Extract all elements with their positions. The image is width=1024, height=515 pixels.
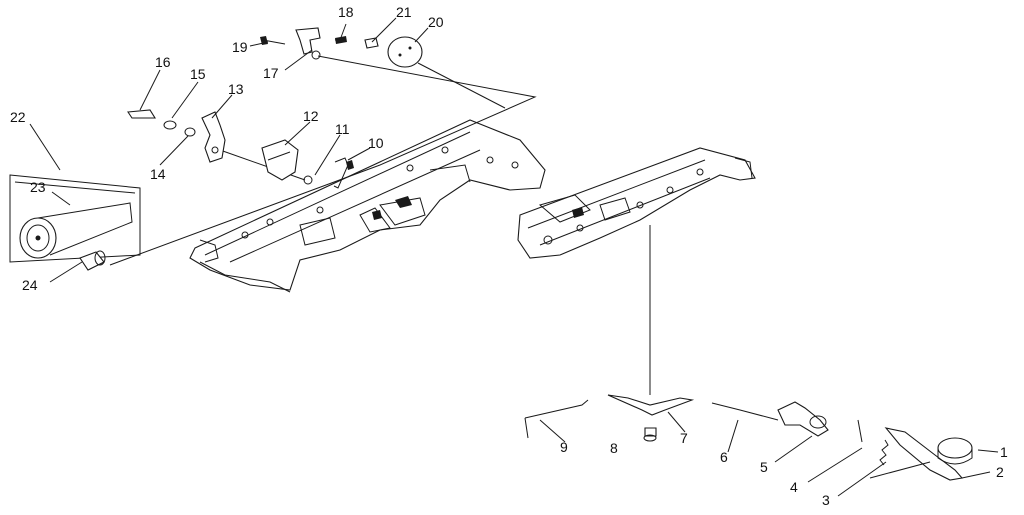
callout-3: 3 <box>822 492 830 508</box>
callout-22: 22 <box>10 109 26 125</box>
callout-leaders <box>29 17 999 497</box>
callout-8: 8 <box>610 440 618 456</box>
callout-2: 2 <box>996 464 1004 480</box>
lower-small-parts <box>524 394 973 481</box>
callout-16: 16 <box>155 54 171 70</box>
callout-23: 23 <box>30 179 46 195</box>
callout-7: 7 <box>680 430 688 446</box>
callout-20: 20 <box>428 14 444 30</box>
callout-15: 15 <box>190 66 206 82</box>
callout-21: 21 <box>396 4 412 20</box>
callout-4: 4 <box>790 479 798 495</box>
left-frame-assembly <box>189 119 546 293</box>
callout-5: 5 <box>760 459 768 475</box>
callout-6: 6 <box>720 449 728 465</box>
callout-18: 18 <box>338 4 354 20</box>
callout-24: 24 <box>22 277 38 293</box>
motor-assembly <box>9 174 141 271</box>
callout-10: 10 <box>368 135 384 151</box>
callout-14: 14 <box>150 166 166 182</box>
callout-17: 17 <box>263 65 279 81</box>
right-frame-assembly <box>517 147 756 259</box>
callout-9: 9 <box>560 439 568 455</box>
callout-labels: 1 2 3 4 5 6 7 8 9 10 11 12 13 14 15 16 1… <box>10 4 1008 508</box>
callout-12: 12 <box>303 108 319 124</box>
callout-13: 13 <box>228 81 244 97</box>
callout-19: 19 <box>232 39 248 55</box>
callout-1: 1 <box>1000 444 1008 460</box>
upper-small-parts <box>127 27 423 189</box>
callout-11: 11 <box>335 121 350 137</box>
